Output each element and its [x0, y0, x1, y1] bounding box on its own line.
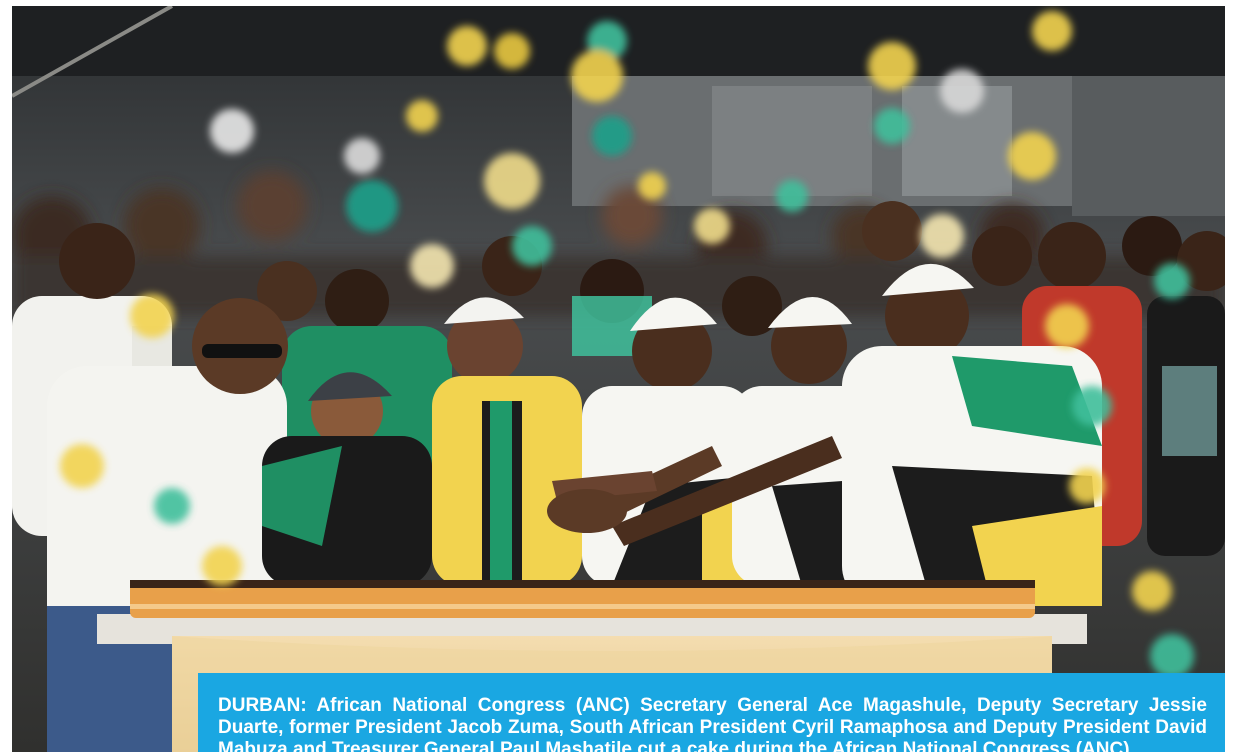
celebration-photo	[12, 6, 1225, 752]
person-yellow-shirt	[432, 297, 582, 586]
photo-caption: DURBAN: African National Congress (ANC) …	[198, 673, 1225, 752]
person-cap-glasses	[262, 372, 432, 586]
person-right-green-shirt	[842, 263, 1102, 606]
outstretched-arms	[547, 436, 842, 546]
news-photo-frame: DURBAN: African National Congress (ANC) …	[12, 6, 1225, 752]
celebration-cake	[97, 580, 1087, 644]
confetti	[60, 11, 1194, 678]
